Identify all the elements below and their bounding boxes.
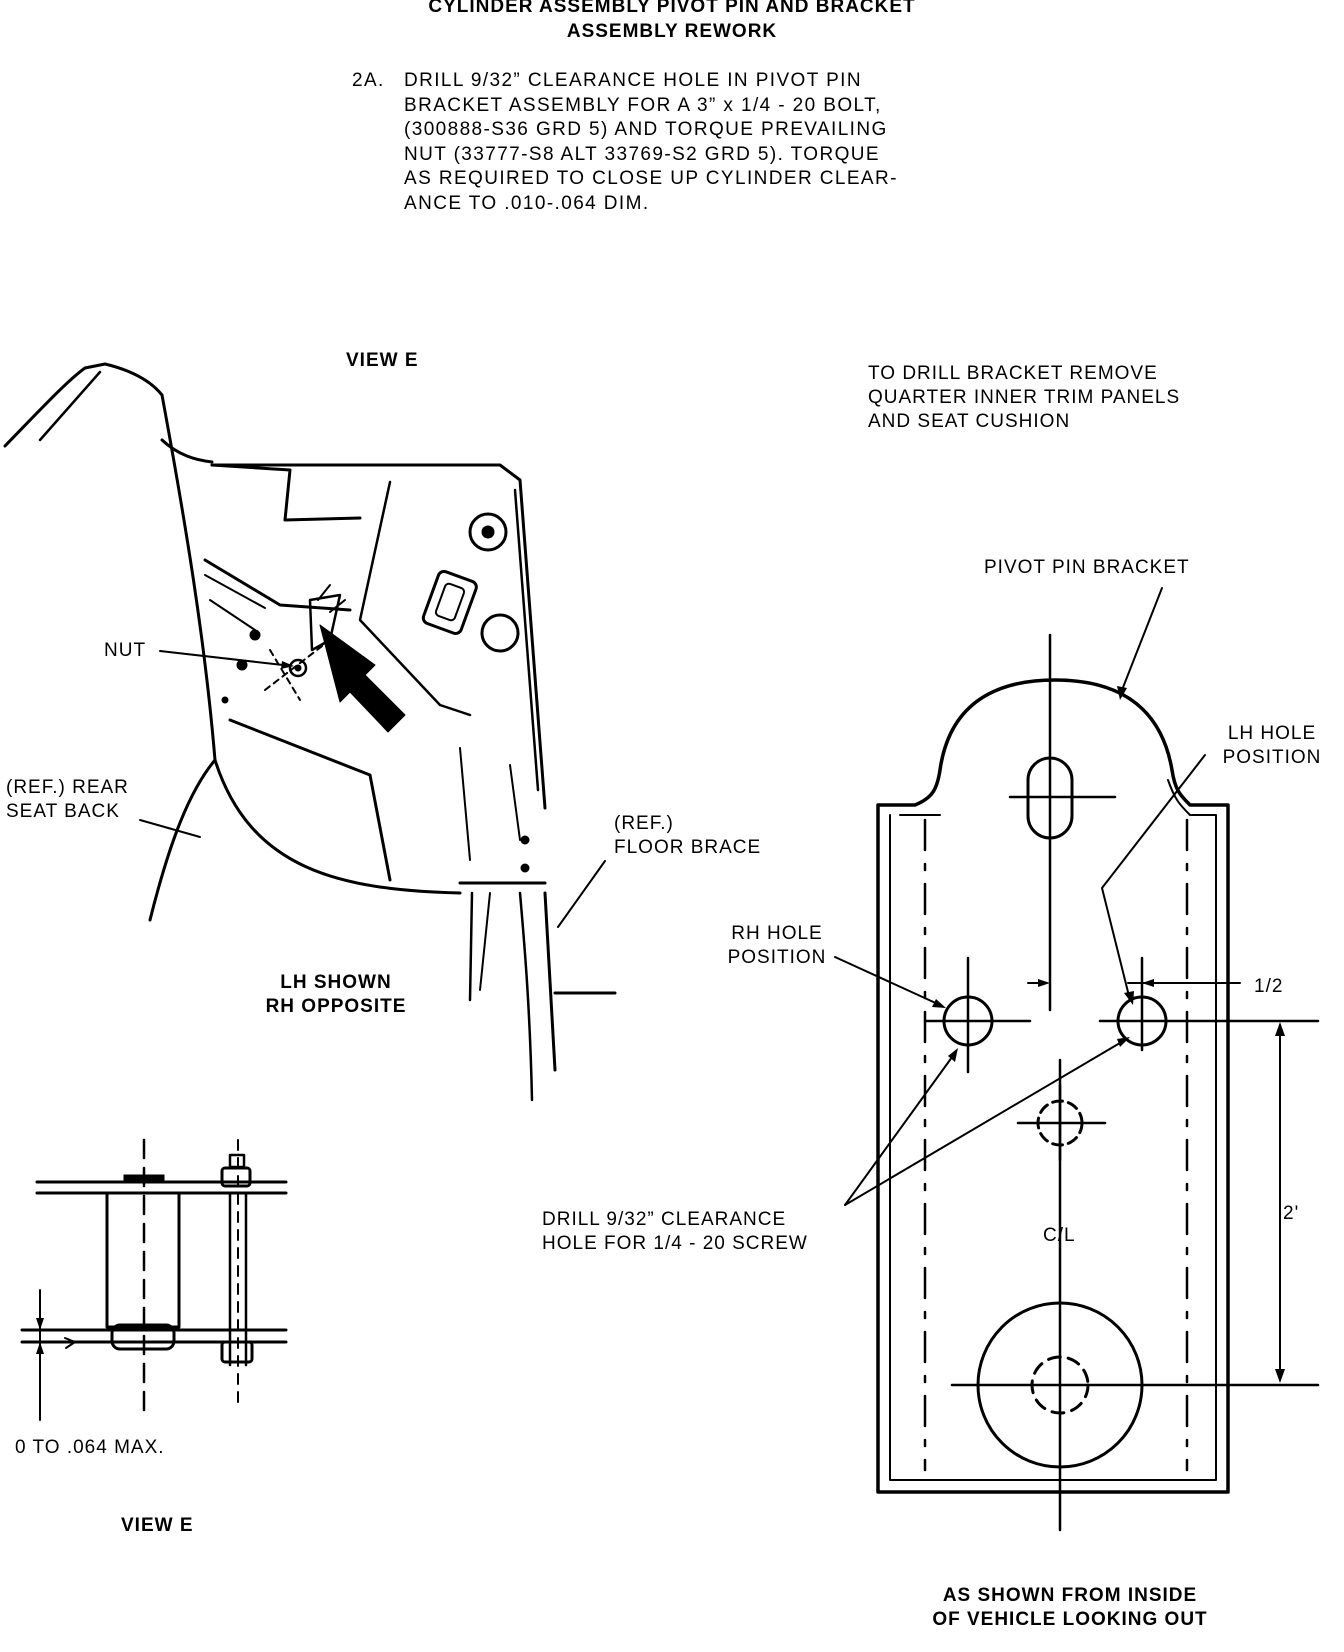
- drill-bracket-note-line: QUARTER INNER TRIM PANELS: [868, 387, 1181, 408]
- two-inch-dimension: 2': [1283, 1203, 1300, 1224]
- view-e-section-title: VIEW E: [121, 1515, 194, 1536]
- title-line-1: CYLINDER ASSEMBLY PIVOT PIN AND BRACKET: [428, 0, 916, 17]
- view-caption-line: AS SHOWN FROM INSIDE: [942, 1585, 1198, 1606]
- rh-hole-position-label: RH HOLE POSITION: [712, 922, 842, 970]
- pivot-pin-bracket-leader: [1121, 587, 1163, 691]
- instruction-body: DRILL 9/32” CLEARANCE HOLE IN PIVOT PIN …: [404, 69, 952, 216]
- rh-hole-leader: [834, 956, 941, 1006]
- lh-hole-line: POSITION: [1222, 747, 1322, 768]
- nut-label: NUT: [104, 640, 147, 661]
- pivot-pin-bracket-label: PIVOT PIN BRACKET: [984, 557, 1190, 578]
- view-e-title: VIEW E: [346, 350, 419, 371]
- step-number: 2A.: [352, 70, 385, 91]
- title-line-2: ASSEMBLY REWORK: [566, 21, 778, 42]
- drill-bracket-note: TO DRILL BRACKET REMOVE QUARTER INNER TR…: [868, 362, 1180, 434]
- drill-clearance-note: DRILL 9/32” CLEARANCE HOLE FOR 1/4 - 20 …: [542, 1208, 808, 1256]
- floor-brace-line: (REF.): [614, 813, 674, 834]
- centerline-label: C/L: [1043, 1225, 1076, 1246]
- view-e-perspective-drawing: [3, 362, 617, 1102]
- drill-note-leader-rh: [844, 1052, 956, 1206]
- drill-bracket-note-line: AND SEAT CUSHION: [868, 411, 1071, 432]
- pivot-pin-bracket-drawing: [876, 633, 1320, 1532]
- floor-brace-leader: [557, 860, 606, 928]
- instruction-line: NUT (33777-S8 ALT 33769-S2 GRD 5). TORQU…: [404, 143, 880, 165]
- drill-note-leader-lh: [844, 1039, 1126, 1206]
- rear-seat-back-leader: [139, 819, 201, 838]
- lh-shown-note: LH SHOWN RH OPPOSITE: [256, 971, 416, 1019]
- lh-shown-line: LH SHOWN: [280, 972, 392, 993]
- lh-hole-line: LH HOLE: [1227, 723, 1317, 744]
- rear-seat-back-label: (REF.) REAR SEAT BACK: [6, 776, 129, 824]
- instruction-line: BRACKET ASSEMBLY FOR A 3” x 1/4 - 20 BOL…: [404, 94, 882, 116]
- rear-seat-back-line: (REF.) REAR: [6, 777, 129, 798]
- floor-brace-line: FLOOR BRACE: [614, 837, 762, 858]
- instruction-line: DRILL 9/32” CLEARANCE HOLE IN PIVOT PIN: [404, 70, 862, 91]
- half-inch-dimension: 1/2: [1254, 976, 1284, 997]
- instruction-line: AS REQUIRED TO CLOSE UP CYLINDER CLEAR-: [404, 168, 898, 189]
- rh-hole-line: POSITION: [727, 947, 827, 968]
- drill-clearance-line: DRILL 9/32” CLEARANCE: [542, 1209, 787, 1230]
- view-caption-line: OF VEHICLE LOOKING OUT: [932, 1609, 1208, 1630]
- instruction-line: ANCE TO .010-.064 DIM.: [404, 192, 650, 214]
- gap-dimension-label: 0 TO .064 MAX.: [15, 1437, 165, 1458]
- lh-shown-line: RH OPPOSITE: [265, 996, 407, 1017]
- drill-clearance-line: HOLE FOR 1/4 - 20 SCREW: [542, 1233, 808, 1254]
- view-caption: AS SHOWN FROM INSIDE OF VEHICLE LOOKING …: [880, 1584, 1260, 1632]
- rear-seat-back-line: SEAT BACK: [6, 801, 120, 822]
- drill-bracket-note-line: TO DRILL BRACKET REMOVE: [868, 363, 1158, 384]
- nut-leader: [159, 650, 284, 666]
- view-e-section-drawing: [20, 1138, 288, 1422]
- page-title: CYLINDER ASSEMBLY PIVOT PIN AND BRACKET …: [0, 0, 1344, 44]
- instruction-line: (300888-S36 GRD 5) AND TORQUE PREVAILING: [404, 119, 888, 140]
- floor-brace-label: (REF.) FLOOR BRACE: [614, 812, 761, 860]
- rh-hole-line: RH HOLE: [731, 923, 823, 944]
- lh-hole-position-label: LH HOLE POSITION: [1207, 722, 1337, 770]
- lh-hole-leader: [1101, 754, 1206, 1001]
